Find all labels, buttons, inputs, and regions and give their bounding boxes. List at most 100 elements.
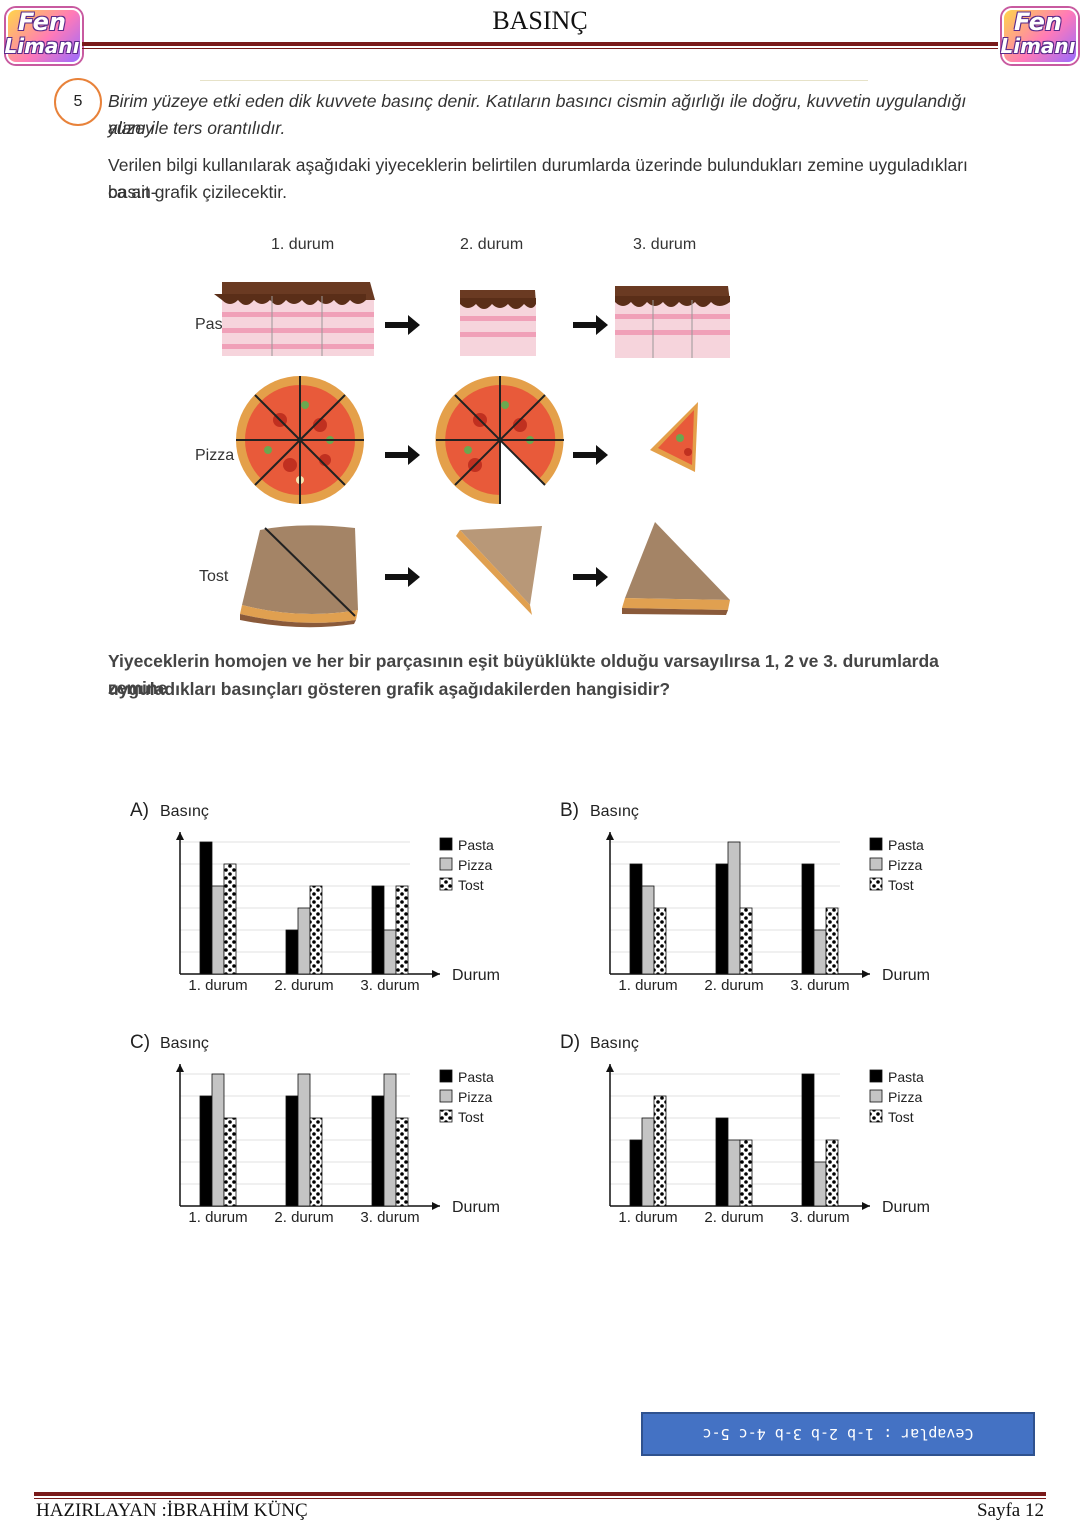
info-text-line1: Verilen bilgi kullanılarak aşağıdaki yiy… [108, 155, 968, 202]
bar-pizza [813, 1161, 827, 1207]
x-tick-label: 2. durum [704, 1209, 763, 1226]
x-axis-arrow-icon [862, 1202, 870, 1210]
legend-swatch [439, 1069, 453, 1083]
legend-label-pizza: Pizza [458, 857, 492, 873]
bar-pasta [801, 863, 815, 975]
answer-key-box: Cevaplar : 1-b 2-b 3-b 4-c 5-c [641, 1412, 1035, 1456]
y-axis-label: Basınç [590, 803, 639, 820]
bar-tost [223, 1117, 237, 1207]
legend-swatch [439, 857, 453, 871]
bar-tost [395, 1117, 409, 1207]
bar-pizza [641, 885, 655, 975]
intro-text-line1: Birim yüzeye etki eden dik kuvvete basın… [108, 91, 967, 138]
legend-swatch [439, 1089, 453, 1103]
legend-swatch [869, 1109, 883, 1123]
bar-pizza [727, 1139, 741, 1207]
legend-swatch [439, 837, 453, 851]
legend-swatch [869, 1069, 883, 1083]
footer-rule [34, 1492, 1046, 1496]
bar-pasta [371, 1095, 385, 1207]
footer-author: HAZIRLAYAN :İBRAHİM KÜNÇ [36, 1500, 308, 1521]
bar-pizza [641, 1117, 655, 1207]
x-tick-label: 3. durum [360, 1209, 419, 1226]
x-axis-label: Durum [882, 1199, 930, 1216]
footer-page-number: Sayfa 12 [976, 1500, 1044, 1521]
state-label-3: 3. durum [633, 236, 697, 253]
x-axis-label: Durum [452, 1199, 500, 1216]
bar-pizza [727, 841, 741, 975]
arrow-icon [385, 445, 608, 465]
pizza-whole-illustration [236, 376, 364, 504]
x-tick-label: 3. durum [790, 1209, 849, 1226]
bar-pasta [629, 863, 643, 975]
cake-3-slices-illustration [214, 282, 375, 356]
state-label-1: 1. durum [271, 236, 335, 253]
bar-pasta [371, 885, 385, 975]
arrow-icon [385, 567, 608, 587]
bar-pasta [715, 863, 729, 975]
food-label-pizza: Pizza [195, 447, 235, 464]
x-tick-label: 1. durum [188, 977, 247, 994]
x-axis-label: Durum [452, 967, 500, 984]
legend-label-pasta: Pasta [458, 1069, 494, 1085]
bar-tost [739, 1139, 753, 1207]
y-axis-arrow-icon [176, 832, 184, 840]
bar-pizza [383, 929, 397, 975]
state-label-2: 2. durum [460, 236, 524, 253]
y-axis-label: Basınç [160, 803, 209, 820]
pizza-seven-eighths-illustration [435, 376, 564, 505]
legend-swatch [439, 1109, 453, 1123]
x-axis-arrow-icon [432, 970, 440, 978]
bar-pizza [813, 929, 827, 975]
x-tick-label: 2. durum [274, 977, 333, 994]
y-axis-arrow-icon [606, 832, 614, 840]
legend-label-pizza: Pizza [888, 857, 922, 873]
y-axis-label: Basınç [590, 1035, 639, 1052]
option-letter: A) [130, 800, 149, 821]
ask-text-line1: Yiyeceklerin homojen ve her bir parçasın… [108, 651, 939, 698]
bar-pizza [383, 1073, 397, 1207]
bar-pasta [715, 1117, 729, 1207]
bar-pasta [199, 841, 213, 975]
y-axis-label: Basınç [160, 1035, 209, 1052]
y-axis-arrow-icon [606, 1064, 614, 1072]
fen-limani-logo-right: Fen Limanı [998, 2, 1078, 66]
option-letter: D) [560, 1032, 580, 1053]
legend-label-tost: Tost [458, 877, 484, 893]
bar-pizza [297, 1073, 311, 1207]
legend-label-tost: Tost [888, 1109, 914, 1125]
bar-tost [653, 1095, 667, 1207]
bar-pasta [801, 1073, 815, 1207]
arrow-icon [385, 315, 608, 335]
x-axis-arrow-icon [432, 1202, 440, 1210]
bar-tost [739, 907, 753, 975]
bar-tost [825, 907, 839, 975]
bar-tost [309, 885, 323, 975]
bar-pizza [211, 885, 225, 975]
bar-pizza [211, 1073, 225, 1207]
header-rule [82, 42, 998, 46]
legend-swatch [439, 877, 453, 891]
legend-swatch [869, 1089, 883, 1103]
legend-label-pasta: Pasta [888, 837, 924, 853]
x-tick-label: 1. durum [188, 1209, 247, 1226]
food-illustrations [214, 282, 730, 628]
toast-whole-illustration [240, 525, 358, 628]
footer-rule-thin [34, 1498, 1046, 1499]
x-axis-arrow-icon [862, 970, 870, 978]
bar-tost [395, 885, 409, 975]
ask-text-line2: uyguladıkları basınçları gösteren grafik… [108, 679, 671, 699]
x-tick-label: 3. durum [790, 977, 849, 994]
toast-half-illustration [456, 526, 542, 615]
cake-1-slice-illustration [460, 290, 536, 356]
cake-2-slices-upright-illustration [615, 286, 730, 358]
page-title: BASINÇ [492, 6, 588, 35]
separator [200, 80, 868, 81]
bar-pasta [285, 929, 299, 975]
bar-tost [653, 907, 667, 975]
y-axis-arrow-icon [176, 1064, 184, 1072]
bar-pasta [285, 1095, 299, 1207]
bar-pizza [297, 907, 311, 975]
